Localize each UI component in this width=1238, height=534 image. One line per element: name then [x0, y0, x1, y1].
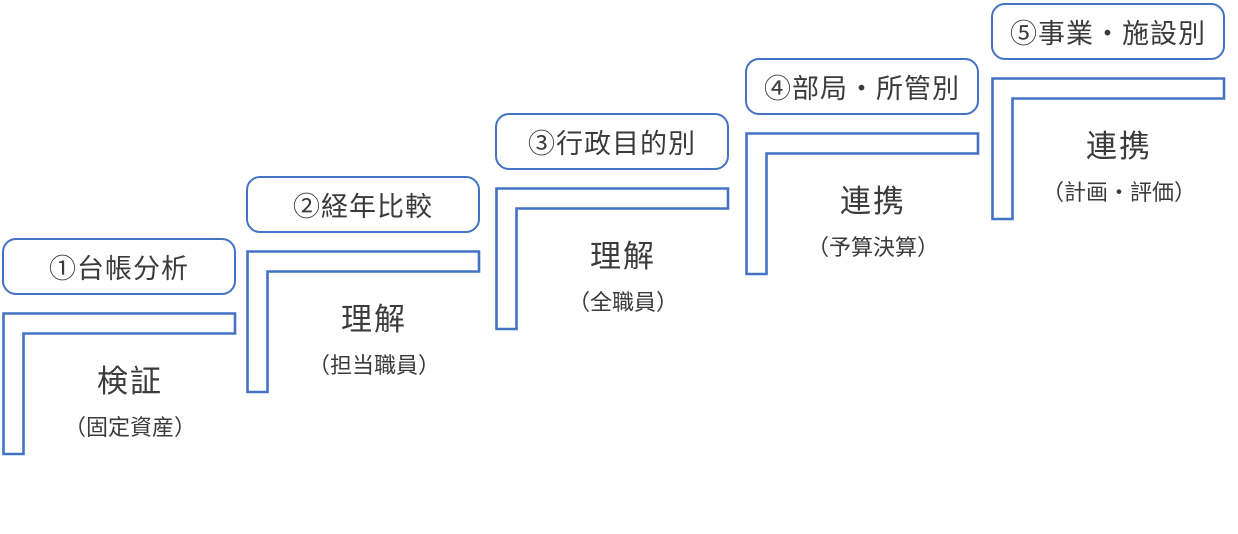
step-1: ①台帳分析 検証 （固定資産）: [2, 238, 238, 468]
stair-step-shape: [2, 312, 237, 456]
step-1-note: （固定資産）: [63, 415, 196, 440]
step-3: ③行政目的別 理解 （全職員）: [495, 113, 731, 343]
step-1-keyword: 検証: [97, 364, 163, 399]
step-3-label-box: ③行政目的別: [495, 113, 729, 170]
stair-step-shape: [745, 132, 980, 276]
step-2: ②経年比較 理解 （担当職員）: [246, 176, 482, 406]
step-3-note: （全職員）: [567, 290, 678, 315]
step-2-keyword: 理解: [341, 302, 407, 337]
step-2-note: （担当職員）: [307, 353, 440, 378]
step-4-keyword: 連携: [840, 184, 906, 219]
step-1-label-box: ①台帳分析: [2, 238, 236, 295]
step-5-label-box: ⑤事業・施設別: [991, 3, 1225, 60]
step-5-note: （計画・評価）: [1041, 180, 1196, 205]
stair-step-shape: [246, 250, 481, 394]
step-2-label-box: ②経年比較: [246, 176, 480, 233]
step-5: ⑤事業・施設別 連携 （計画・評価）: [991, 3, 1227, 233]
step-4-label-box: ④部局・所管別: [745, 58, 979, 115]
stair-step-shape: [991, 77, 1226, 221]
step-3-keyword: 理解: [590, 239, 656, 274]
stair-step-shape: [495, 187, 730, 331]
step-4: ④部局・所管別 連携 （予算決算）: [745, 58, 981, 288]
step-4-note: （予算決算）: [806, 235, 939, 260]
step-5-keyword: 連携: [1086, 129, 1152, 164]
